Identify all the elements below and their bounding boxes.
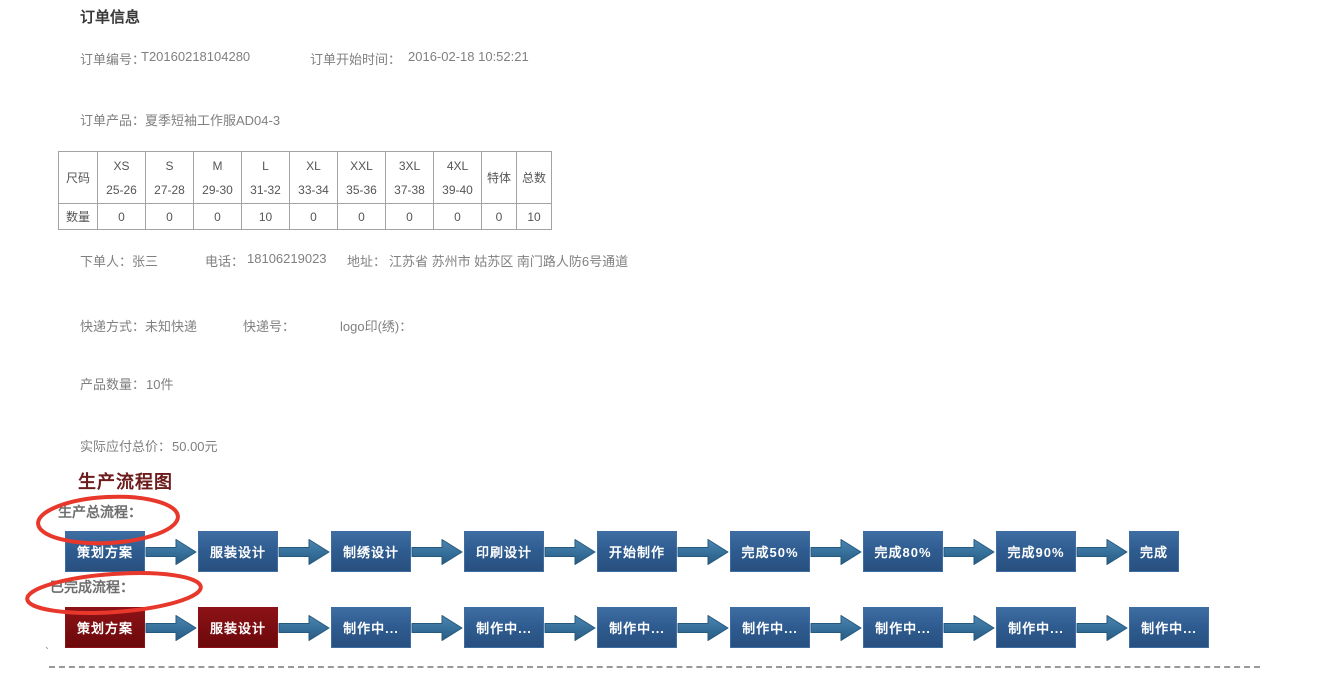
flow-step: 完成50% [730,531,810,572]
phone-label: 电话： [205,254,245,269]
arrow-right-icon [411,538,463,565]
quantity-row-header: 数量 [58,203,98,230]
size-quantity-cell: 10 [516,203,552,230]
flow-step: 印刷设计 [464,531,544,572]
address-label: 地址： [347,254,387,269]
arrow-right-icon [677,614,729,641]
size-column-header: 总数 [516,151,552,204]
flow-step: 服装设计 [198,531,278,572]
flow-step: 策划方案 [65,607,145,648]
flow-step: 制绣设计 [331,531,411,572]
logo-print-label: logo印(绣)： [340,319,413,334]
arrow-right-icon [810,614,862,641]
flow-step: 制作中... [996,607,1076,648]
start-time-label: 订单开始时间： [310,52,402,67]
quantity-value: 10件 [146,377,174,392]
quantity-label: 产品数量： [80,377,146,392]
flow-step: 服装设计 [198,607,278,648]
size-quantity-cell: 0 [193,203,242,230]
tracking-label: 快递号： [243,319,296,334]
flow-row-label-total: 生产总流程： [58,504,142,520]
flow-step: 制作中... [597,607,677,648]
arrow-right-icon [278,538,330,565]
flow-row-completed: 策划方案 服装设计 制作中... 制作中... 制作中... 制作中... 制作中... 制作… [65,607,1209,648]
flow-step: 制作中... [464,607,544,648]
express-label: 快递方式： [80,319,146,334]
size-row-header: 尺码 [58,151,98,204]
arrow-right-icon [810,538,862,565]
arrow-right-icon [943,538,995,565]
flow-step: 完成 [1129,531,1179,572]
express-value: 未知快递 [145,319,198,334]
order-number-value: T20160218104280 [141,49,251,64]
arrow-right-icon [544,538,596,565]
flow-step: 制作中... [331,607,411,648]
product-label: 订单产品： [80,113,146,128]
product-value: 夏季短袖工作服AD04-3 [145,113,281,128]
size-column-header: 特体 [481,151,517,204]
stray-mark: ` [45,645,49,659]
arrow-right-icon [677,538,729,565]
size-quantity-cell: 10 [241,203,290,230]
arrow-right-icon [943,614,995,641]
flow-step: 制作中... [730,607,810,648]
total-price-label: 实际应付总价： [80,439,172,454]
flow-row-label-completed: 已完成流程： [50,579,134,595]
flow-step: 制作中... [863,607,943,648]
arrow-right-icon [544,614,596,641]
flow-step: 制作中... [1129,607,1209,648]
size-quantity-cell: 0 [433,203,482,230]
flow-chart-title: 生产流程图 [78,472,173,492]
dashed-divider [49,666,1260,668]
arrow-right-icon [278,614,330,641]
flow-step: 策划方案 [65,531,145,572]
flow-step: 完成90% [996,531,1076,572]
size-quantity-cell: 0 [385,203,434,230]
size-quantity-cell: 0 [337,203,386,230]
page-title: 订单信息 [80,9,141,26]
address-value: 江苏省 苏州市 姑苏区 南门路人防6号通道 [389,254,629,269]
size-quantity-cell: 0 [145,203,194,230]
start-time-value: 2016-02-18 10:52:21 [408,49,529,64]
flow-step: 完成80% [863,531,943,572]
flow-step: 开始制作 [597,531,677,572]
buyer-label: 下单人： [80,254,133,269]
arrow-right-icon [1076,614,1128,641]
size-quantity-cell: 0 [97,203,146,230]
flow-row-total: 策划方案 服装设计 制绣设计 印刷设计 开始制作 完成50% 完成80% 完成90% 完成 [65,531,1179,572]
total-price-value: 50.00元 [172,439,218,454]
arrow-right-icon [1076,538,1128,565]
phone-value: 18106219023 [247,251,327,266]
arrow-right-icon [411,614,463,641]
arrow-right-icon [145,614,197,641]
arrow-right-icon [145,538,197,565]
size-quantity-cell: 0 [481,203,517,230]
size-quantity-cell: 0 [289,203,338,230]
order-number-label: 订单编号： [80,52,146,67]
buyer-value: 张三 [132,254,159,269]
